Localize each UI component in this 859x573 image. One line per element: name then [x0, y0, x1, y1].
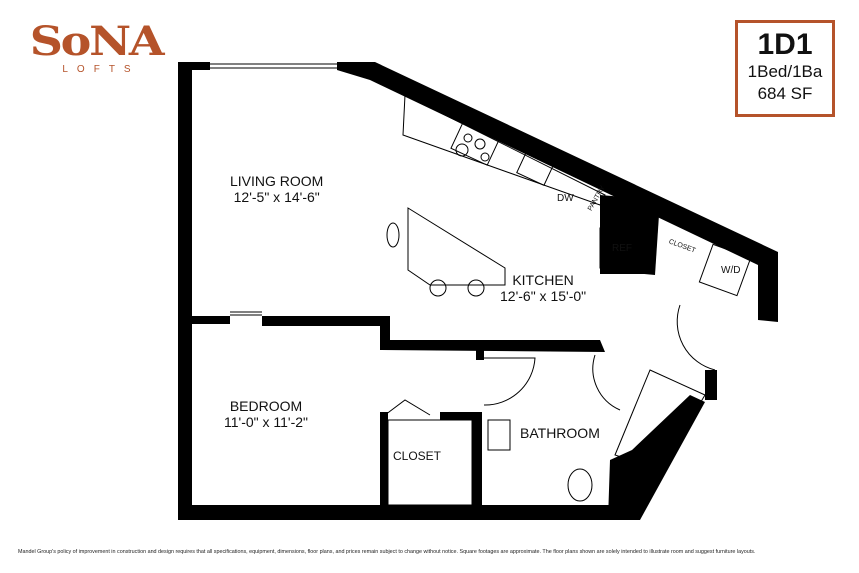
toilet — [567, 468, 593, 502]
island — [407, 207, 506, 286]
walls — [178, 62, 778, 520]
unit-beds-baths: 1Bed/1Ba — [747, 62, 823, 81]
bedroom-size: 11'-0" x 11'-2" — [224, 414, 309, 430]
bottom-wall — [178, 505, 610, 520]
kitchen-counter — [402, 94, 606, 206]
closet-wall-top — [440, 412, 480, 420]
closet-label: CLOSET — [393, 449, 442, 463]
range — [450, 122, 500, 166]
unit-area: 684 SF — [757, 84, 813, 103]
bedroom-name: BEDROOM — [229, 398, 303, 414]
closet-outline — [387, 419, 473, 506]
refrigerator — [599, 227, 646, 269]
sink — [516, 152, 554, 186]
logo-subtitle: LOFTS — [62, 64, 140, 75]
refrigerator-label: REF — [612, 243, 632, 254]
unit-name: 1D1 — [757, 28, 813, 61]
bath-wall-left — [472, 412, 482, 512]
bedroom-label: BEDROOM 11'-0" x 11'-2" — [224, 398, 308, 430]
living-room-size: 12'-5" x 14'-6" — [233, 189, 320, 205]
living-room-label: LIVING ROOM 12'-5" x 14'-6" — [230, 173, 323, 205]
washer-dryer — [698, 243, 752, 297]
ref-base — [600, 264, 655, 274]
living-room-name: LIVING ROOM — [230, 173, 324, 189]
right-stub-wall — [705, 370, 717, 400]
bed-wall-right — [262, 316, 605, 352]
bathroom-label: BATHROOM — [520, 425, 600, 441]
ref-wall — [600, 195, 660, 275]
kitchen-label: KITCHEN 12'-6" x 15'-0" — [500, 272, 586, 304]
logo-wordmark: SoNA — [29, 18, 165, 65]
disclaimer: Mandel Group's policy of improvement in … — [18, 549, 756, 555]
bath-door-jamb — [476, 350, 484, 360]
brand-logo: SoNA LOFTS — [22, 22, 170, 76]
closet-wall-left — [380, 412, 388, 512]
left-wall — [178, 62, 192, 520]
bed-wall-left — [178, 316, 230, 324]
dishwasher-label: DW — [557, 193, 574, 204]
kitchen-name: KITCHEN — [512, 272, 574, 288]
shower — [614, 369, 706, 471]
top-wall-left — [178, 62, 210, 70]
washer-dryer-label: W/D — [721, 265, 741, 276]
vanity — [487, 419, 511, 451]
lower-right-wall — [608, 395, 705, 520]
fixtures-outline — [210, 63, 752, 506]
unit-badge: 1D1 1Bed/1Ba 684 SF — [735, 20, 835, 117]
kitchen-size: 12'-6" x 15'-0" — [500, 288, 587, 304]
